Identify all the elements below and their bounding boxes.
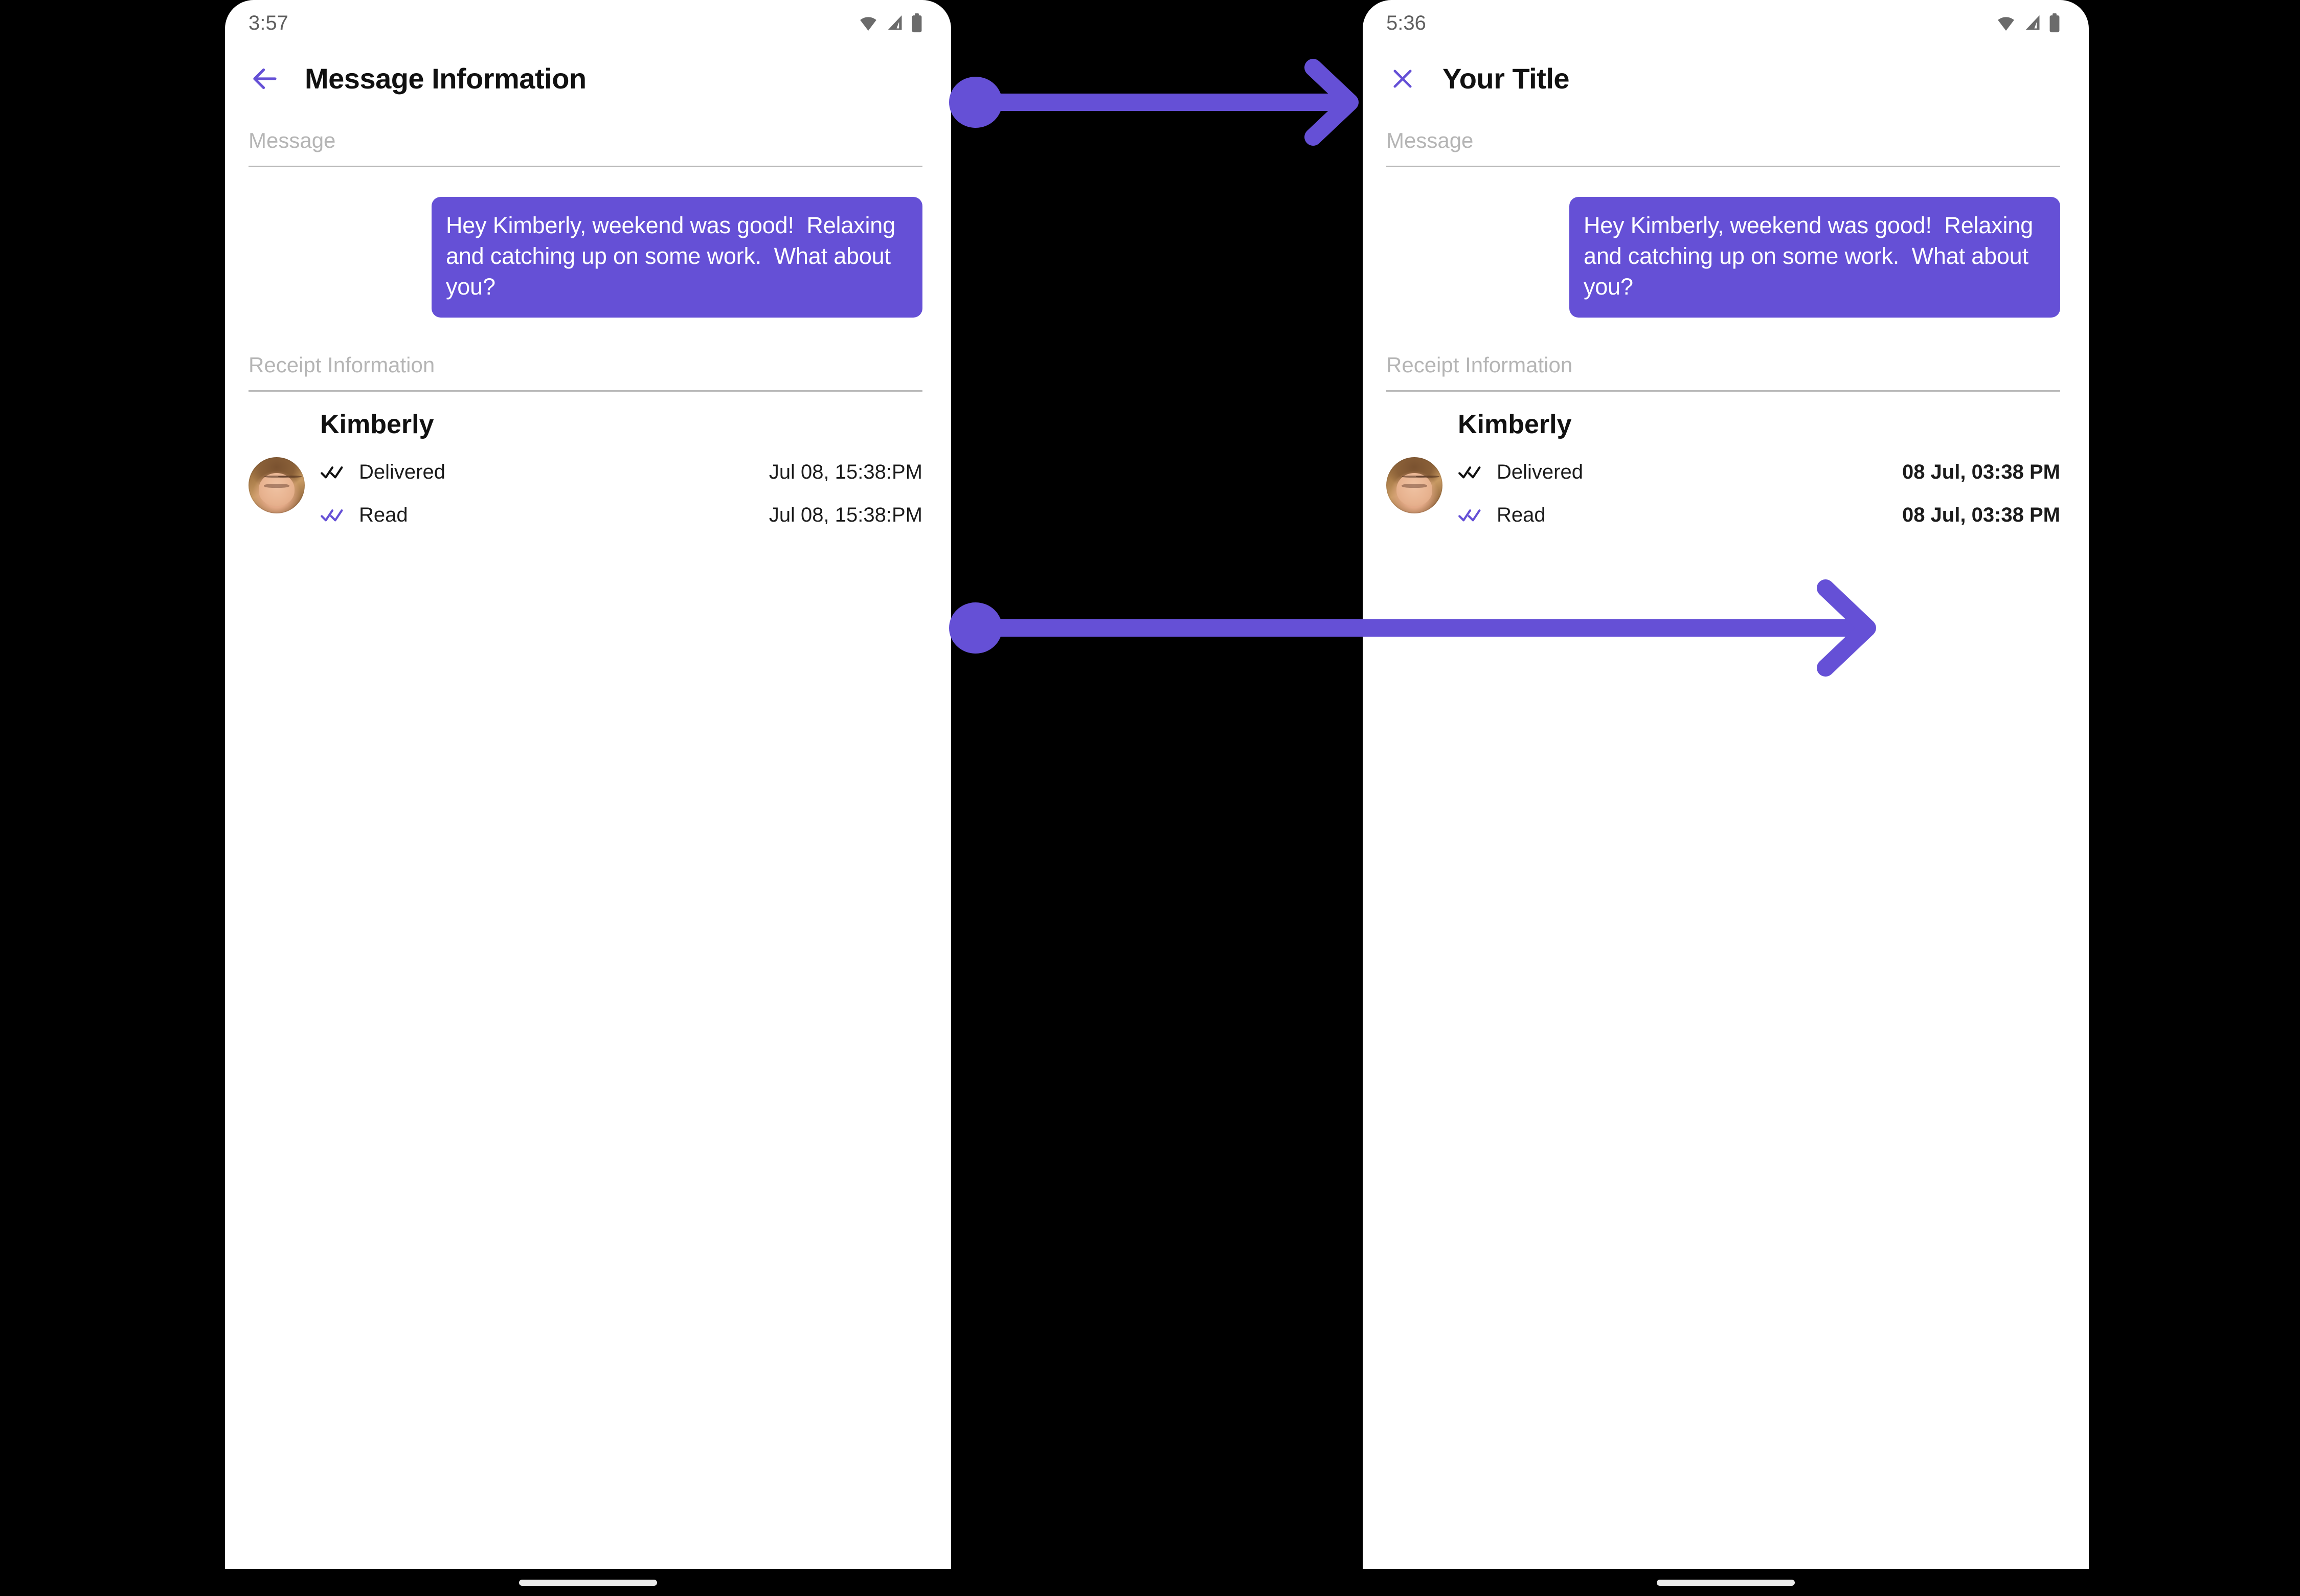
receipt-timestamp: Jul 08, 15:38:PM bbox=[769, 461, 922, 484]
signal-icon bbox=[2025, 15, 2040, 30]
page-title: Message Information bbox=[305, 62, 587, 95]
divider-receipt bbox=[1386, 390, 2060, 392]
receipt-timestamp: Jul 08, 15:38:PM bbox=[769, 504, 922, 527]
receipt-status-label: Delivered bbox=[359, 461, 445, 484]
section-label-receipt: Receipt Information bbox=[249, 352, 435, 377]
title-annotation-arrow bbox=[949, 59, 1359, 146]
message-bubble-row: Hey Kimberly, weekend was good! Relaxing… bbox=[249, 167, 922, 336]
receipt-rows: Kimberly Delivered Jul 08, 15:38:PM Read… bbox=[320, 410, 922, 536]
receipt-timestamp: 08 Jul, 03:38 PM bbox=[1902, 461, 2060, 484]
receipt-rows: Kimberly Delivered 08 Jul, 03:38 PM Read… bbox=[1458, 410, 2060, 536]
close-icon[interactable] bbox=[1386, 62, 1419, 95]
app-bar-before: Message Information bbox=[225, 46, 951, 111]
double-check-icon bbox=[1458, 507, 1485, 523]
contact-name: Kimberly bbox=[1458, 409, 1572, 439]
status-bar-time: 3:57 bbox=[249, 11, 288, 34]
home-indicator[interactable] bbox=[1657, 1579, 1795, 1586]
receipt-row-read: Read 08 Jul, 03:38 PM bbox=[1458, 493, 2060, 536]
receipt-row-delivered: Delivered 08 Jul, 03:38 PM bbox=[1458, 451, 2060, 493]
screen-content-before: Message Hey Kimberly, weekend was good! … bbox=[225, 111, 951, 536]
message-bubble: Hey Kimberly, weekend was good! Relaxing… bbox=[1569, 197, 2060, 318]
divider-message bbox=[1386, 166, 2060, 168]
status-bar-icons bbox=[1996, 13, 2060, 33]
avatar-column bbox=[249, 410, 320, 536]
status-bar: 5:36 bbox=[1363, 0, 2089, 46]
wifi-icon bbox=[860, 17, 876, 31]
back-arrow-icon[interactable] bbox=[249, 62, 281, 95]
gesture-nav-bar-after bbox=[1363, 1569, 2089, 1596]
divider-message bbox=[249, 166, 922, 168]
signal-icon bbox=[888, 15, 902, 30]
wifi-icon bbox=[1998, 17, 2014, 31]
receipt-status-label: Delivered bbox=[1497, 461, 1583, 484]
home-indicator[interactable] bbox=[519, 1579, 657, 1586]
double-check-icon bbox=[1458, 464, 1485, 480]
avatar bbox=[249, 457, 305, 513]
receipt-status-label: Read bbox=[359, 504, 408, 527]
avatar bbox=[1386, 457, 1442, 513]
receipt-timestamp: 08 Jul, 03:38 PM bbox=[1902, 504, 2060, 527]
receipt-status-label: Read bbox=[1497, 504, 1546, 527]
phone-screen-before: 3:57 Message Information Message Hey Kim… bbox=[225, 0, 951, 1569]
status-bar: 3:57 bbox=[225, 0, 951, 46]
annotation-dot bbox=[949, 77, 1002, 128]
section-label-message: Message bbox=[1386, 128, 1474, 152]
battery-icon bbox=[912, 13, 922, 33]
receipt-block: Kimberly Delivered 08 Jul, 03:38 PM Read… bbox=[1386, 392, 2060, 536]
battery-icon bbox=[2049, 13, 2060, 33]
section-label-message: Message bbox=[249, 128, 336, 152]
message-bubble: Hey Kimberly, weekend was good! Relaxing… bbox=[432, 197, 922, 318]
phone-screen-after: 5:36 Your Title Message Hey Kimberly, we… bbox=[1363, 0, 2089, 1569]
receipt-row-read: Read Jul 08, 15:38:PM bbox=[320, 493, 922, 536]
status-bar-time: 5:36 bbox=[1386, 11, 1426, 34]
annotation-dot bbox=[949, 602, 1002, 654]
page-title: Your Title bbox=[1442, 62, 1570, 95]
avatar-column bbox=[1386, 410, 1458, 536]
status-bar-icons bbox=[858, 13, 922, 33]
message-bubble-row: Hey Kimberly, weekend was good! Relaxing… bbox=[1386, 167, 2060, 336]
receipt-row-delivered: Delivered Jul 08, 15:38:PM bbox=[320, 451, 922, 493]
annotation-arrowhead bbox=[1304, 59, 1359, 146]
divider-receipt bbox=[249, 390, 922, 392]
app-bar-after: Your Title bbox=[1363, 46, 2089, 111]
double-check-icon bbox=[320, 507, 348, 523]
receipt-block: Kimberly Delivered Jul 08, 15:38:PM Read… bbox=[249, 392, 922, 536]
section-label-receipt: Receipt Information bbox=[1386, 352, 1573, 377]
gesture-nav-bar-before bbox=[225, 1569, 951, 1596]
contact-name: Kimberly bbox=[320, 409, 434, 439]
double-check-icon bbox=[320, 464, 348, 480]
screen-content-after: Message Hey Kimberly, weekend was good! … bbox=[1363, 111, 2089, 536]
